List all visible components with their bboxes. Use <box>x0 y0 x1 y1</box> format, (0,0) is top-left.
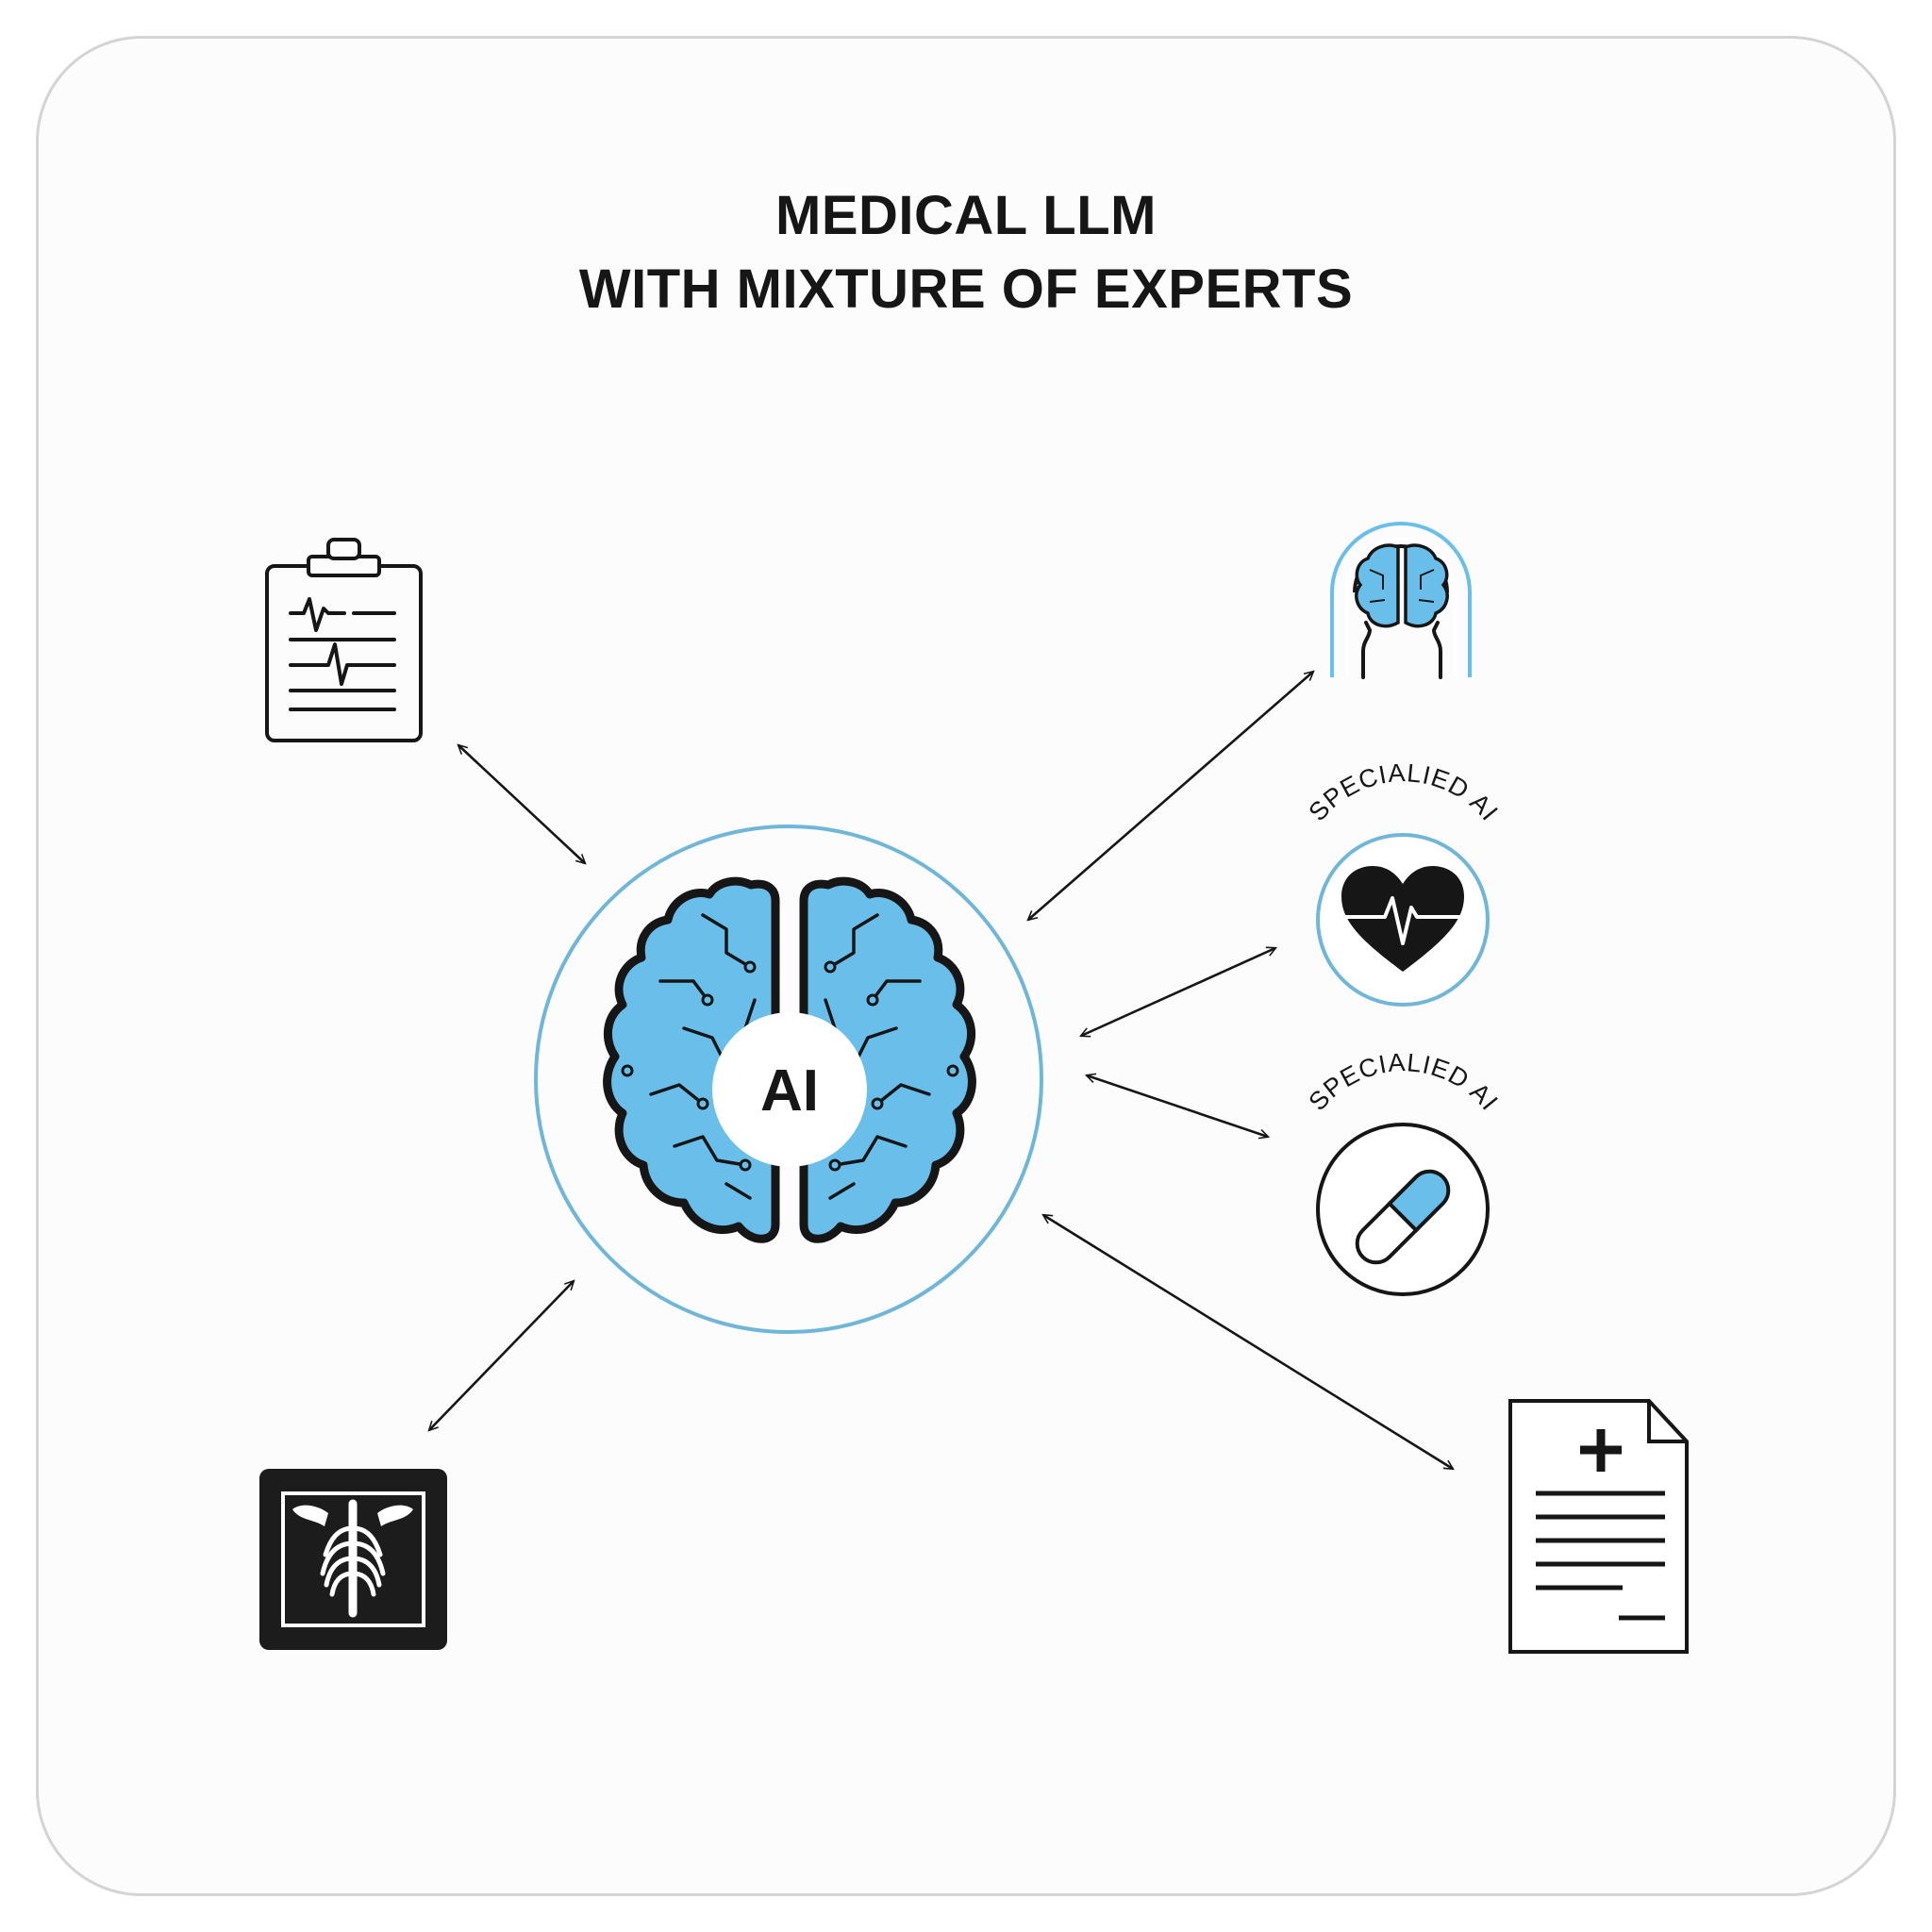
medical-document-icon <box>1508 1399 1689 1654</box>
heart-pulse-icon <box>1341 866 1464 972</box>
hub-ring <box>534 824 1043 1334</box>
cardiology-expert-label: SPECIALIED AI <box>1303 758 1504 826</box>
arrow-heart <box>1081 948 1275 1036</box>
arrow-document <box>1043 1215 1453 1469</box>
pharmacology-expert-label: SPECIALIED AI <box>1303 1048 1504 1116</box>
arrow-pill <box>1087 1075 1268 1137</box>
ai-label-bg <box>712 1012 867 1167</box>
page-title: MEDICAL LLM WITH MIXTURE OF EXPERTS <box>0 179 1932 326</box>
ai-label: AI <box>760 1058 819 1124</box>
cardiology-expert: SPECIALIED AI <box>1303 758 1504 1007</box>
brain-hands-icon <box>1330 522 1472 679</box>
brain-icon <box>603 876 976 1243</box>
arrow-neuro <box>1028 672 1313 920</box>
ai-hub: AI <box>534 824 1043 1334</box>
arrow-clipboard <box>458 745 585 863</box>
pharmacology-expert: SPECIALIED AI <box>1303 1048 1504 1296</box>
capsule-icon <box>1355 1169 1451 1265</box>
title-line-1: MEDICAL LLM <box>775 185 1157 246</box>
title-line-2: WITH MIXTURE OF EXPERTS <box>578 258 1354 320</box>
arrow-xray <box>429 1281 574 1430</box>
clipboard-ecg-icon <box>265 538 423 742</box>
xray-chest-icon <box>259 1469 447 1650</box>
connector-arrows <box>429 672 1453 1469</box>
